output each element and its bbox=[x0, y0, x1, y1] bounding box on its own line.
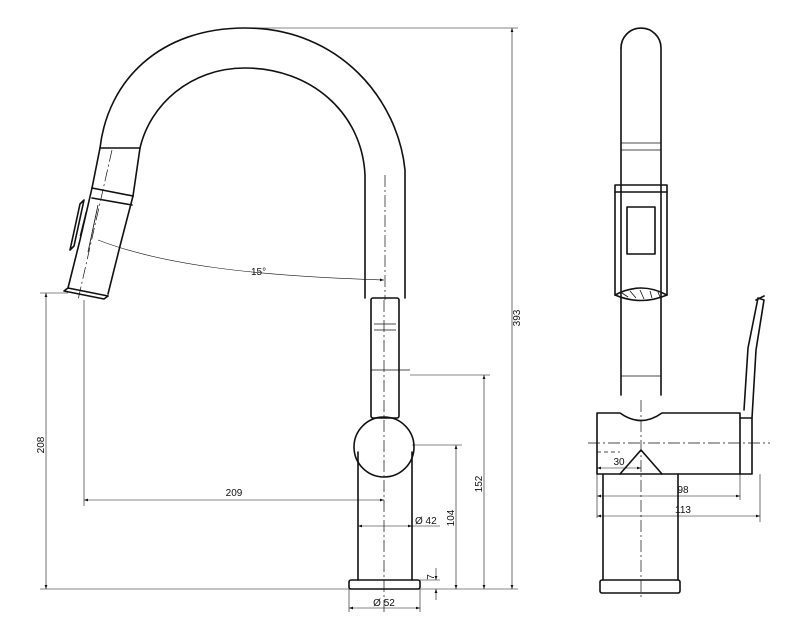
side-spray-head bbox=[614, 184, 668, 302]
dim-handle-height: 152 bbox=[410, 374, 490, 589]
dim-spout-reach: 209 bbox=[83, 300, 384, 506]
side-body bbox=[596, 412, 741, 581]
dim-113-label: 113 bbox=[675, 505, 691, 516]
dim-body-diameter: Ø 42 bbox=[358, 516, 440, 528]
side-spout-column bbox=[620, 27, 662, 396]
angle-label: 15° bbox=[251, 267, 266, 278]
faucet-body bbox=[353, 300, 415, 612]
dim-208-label: 208 bbox=[36, 436, 47, 453]
side-view: 30 98 113 bbox=[588, 27, 770, 600]
dim-side-98: 98 bbox=[597, 474, 741, 500]
spray-head bbox=[63, 147, 141, 300]
handle-lever bbox=[370, 297, 410, 419]
base-plate bbox=[348, 579, 421, 590]
dim-7-label: 7 bbox=[426, 574, 437, 580]
dim-body-height: 104 bbox=[412, 444, 462, 589]
angle-annotation: 15° bbox=[77, 149, 385, 301]
dim-diameter-52-label: Ø 52 bbox=[373, 598, 395, 609]
dim-spout-height: 208 bbox=[36, 292, 349, 590]
side-handle bbox=[739, 295, 765, 475]
dim-104-label: 104 bbox=[446, 509, 457, 526]
front-view: 15° 393 bbox=[36, 27, 523, 612]
dim-diameter-42-label: Ø 42 bbox=[415, 516, 437, 527]
dim-side-113: 113 bbox=[597, 474, 761, 522]
dim-209-label: 209 bbox=[226, 488, 243, 499]
spout-gooseneck bbox=[99, 27, 406, 300]
dim-base-height: 7 bbox=[420, 568, 440, 600]
dim-152-label: 152 bbox=[474, 475, 485, 492]
side-base bbox=[588, 400, 770, 600]
dim-393-label: 393 bbox=[512, 309, 523, 326]
dim-30-label: 30 bbox=[613, 457, 625, 468]
dim-98-label: 98 bbox=[677, 485, 689, 496]
dim-base-diameter: Ø 52 bbox=[348, 589, 421, 612]
